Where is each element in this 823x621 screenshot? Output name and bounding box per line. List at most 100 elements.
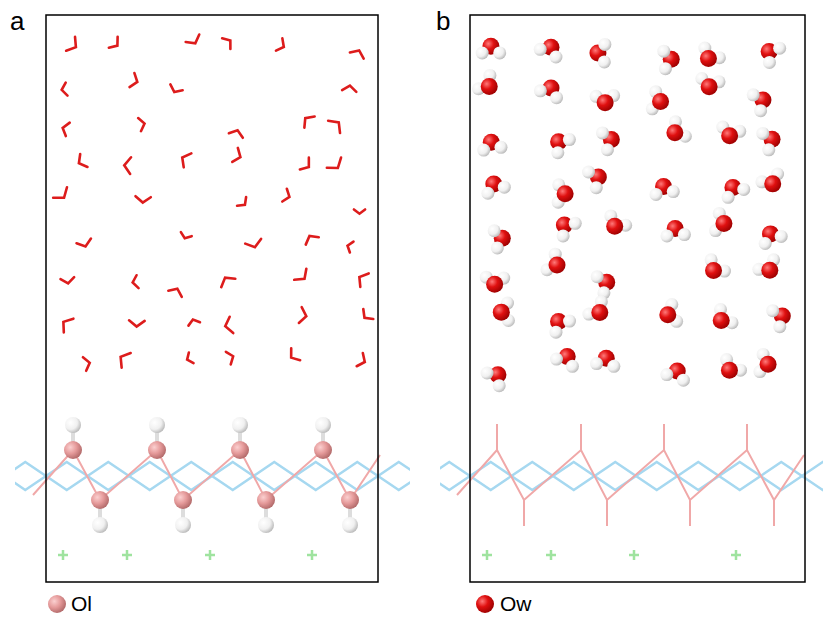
water-stick	[77, 239, 91, 247]
water-stick	[66, 37, 76, 51]
water-stick	[168, 289, 181, 297]
water-molecule	[541, 248, 566, 276]
water-molecule	[477, 134, 507, 157]
water-stick	[342, 86, 356, 92]
ol-atom	[64, 441, 82, 459]
ol-sphere	[48, 595, 66, 613]
water-molecule	[493, 297, 515, 327]
water-molecule	[660, 220, 690, 242]
water-molecule	[698, 42, 726, 67]
water-molecule	[720, 353, 747, 379]
water-stick	[53, 187, 67, 197]
water-molecule	[534, 39, 563, 64]
water-stick	[187, 353, 193, 364]
water-stick	[276, 38, 284, 50]
water-stick	[182, 153, 191, 167]
cation-mark	[629, 550, 639, 560]
hydrogen-atom	[92, 517, 108, 533]
water-stick	[232, 148, 240, 162]
water-molecule	[695, 72, 725, 95]
water-molecule	[549, 313, 576, 339]
water-stick	[225, 317, 233, 333]
ol-atom	[91, 491, 109, 509]
water-molecule	[659, 298, 683, 328]
water-stick	[63, 123, 70, 136]
water-stick	[226, 352, 233, 365]
legend-text: Ow	[500, 593, 532, 614]
water-molecule	[766, 304, 791, 333]
water-molecule	[752, 253, 780, 278]
water-molecule	[550, 133, 576, 159]
lattice-line	[15, 462, 410, 490]
water-molecule	[589, 38, 611, 68]
water-molecule	[590, 350, 620, 373]
ol-atom	[341, 491, 359, 509]
water-stick	[229, 130, 243, 138]
water-molecule	[556, 217, 582, 243]
water-molecule	[753, 348, 776, 378]
ol-atom	[314, 441, 332, 459]
water-molecule	[481, 175, 510, 199]
surface-bond	[606, 500, 608, 526]
cation-mark	[546, 550, 556, 560]
surface-bond	[457, 450, 804, 500]
ol-atom	[148, 441, 166, 459]
water-molecule	[596, 126, 620, 156]
water-stick	[133, 275, 139, 288]
water-molecule	[755, 168, 784, 193]
ol-atom	[174, 491, 192, 509]
water-molecule	[709, 207, 732, 237]
water-molecule	[713, 303, 739, 329]
surface-bond	[746, 424, 748, 450]
water-molecule	[657, 45, 679, 75]
water-molecule	[476, 38, 507, 60]
ol-atom	[231, 441, 249, 459]
cation-mark	[122, 550, 132, 560]
cation-mark	[58, 550, 68, 560]
hydrogen-atom	[232, 417, 248, 433]
water-stick	[222, 38, 230, 49]
surface-bond	[523, 500, 525, 526]
water-stick	[170, 84, 182, 92]
water-molecule	[534, 80, 563, 105]
water-stick	[363, 309, 373, 319]
water-stick	[327, 158, 341, 169]
water-molecule	[604, 209, 632, 234]
water-molecule	[705, 253, 731, 279]
water-stick	[62, 83, 68, 96]
water-stick	[136, 196, 151, 202]
water-stick	[109, 37, 118, 48]
cation-mark	[482, 550, 492, 560]
water-molecule	[481, 366, 507, 392]
surface-bond	[580, 424, 582, 450]
water-molecule	[756, 127, 780, 156]
water-molecule	[582, 295, 608, 321]
water-molecule	[472, 69, 498, 95]
water-molecule	[488, 224, 511, 254]
water-molecule	[590, 89, 620, 111]
lattice-line	[15, 462, 410, 490]
water-stick	[221, 278, 235, 288]
water-molecule	[480, 271, 510, 293]
surface-bond	[663, 424, 665, 450]
legend-text: Ol	[71, 593, 92, 614]
water-stick	[304, 117, 314, 128]
water-stick	[300, 158, 309, 170]
ol-atom	[257, 491, 275, 509]
panel-frame	[46, 15, 378, 582]
water-stick	[350, 50, 364, 58]
water-molecule	[722, 179, 751, 204]
surface-bond	[496, 424, 498, 450]
hydrogen-atom	[175, 517, 191, 533]
water-stick	[130, 73, 138, 87]
water-stick	[282, 189, 289, 202]
panel-b	[366, 38, 823, 560]
water-stick	[237, 197, 246, 206]
panel-letter: b	[436, 8, 450, 34]
water-stick	[357, 353, 365, 366]
surface-bond	[773, 500, 775, 526]
hydrogen-atom	[258, 517, 274, 533]
water-molecule	[582, 165, 607, 194]
